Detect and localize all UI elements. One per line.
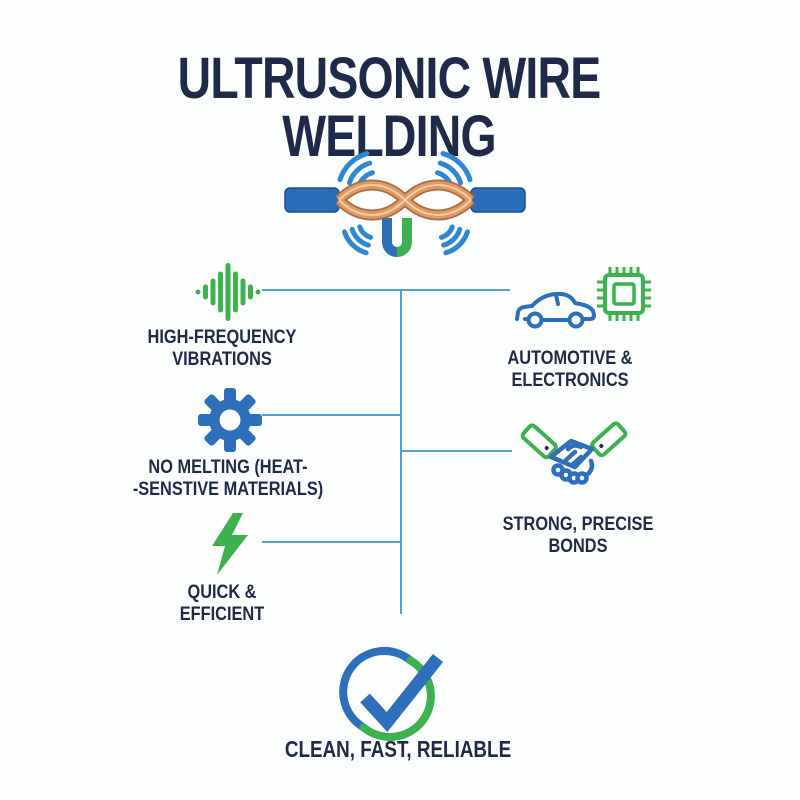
- check-circle-icon: [339, 647, 444, 741]
- footer-label-clean-fast-reliable: CLEAN, FAST, RELIABLE: [284, 736, 512, 762]
- connector-top-horizontal: [262, 289, 510, 291]
- u-letter-icon: [382, 218, 412, 257]
- page-title: ULTRUSONIC WIRE WELDING: [177, 46, 602, 169]
- feature-label-automotive-electronics: AUTOMOTIVE & ELECTRONICS: [507, 348, 633, 392]
- connector-right-middle: [401, 450, 512, 452]
- right-wire-insulation: [470, 187, 526, 213]
- vibration-waveform-icon: [195, 263, 261, 321]
- microchip-icon: [597, 267, 651, 321]
- copper-twist: [335, 179, 475, 221]
- gear-icon: [198, 388, 262, 452]
- connector-left-lower: [262, 541, 401, 543]
- feature-label-no-melting: NO MELTING (HEAT- -SENSTIVE MATERIALS): [132, 457, 324, 501]
- lightning-bolt-icon: [212, 513, 248, 575]
- sound-wave-arcs: [337, 151, 473, 256]
- ultrasonic-weld-illustration: [284, 151, 526, 257]
- car-icon: [515, 291, 596, 329]
- feature-label-high-frequency-vibrations: HIGH-FREQUENCY VIBRATIONS: [147, 327, 297, 371]
- handshake-icon: [520, 421, 628, 485]
- left-wire-insulation: [284, 187, 340, 213]
- feature-label-quick-efficient: QUICK & EFFICIENT: [179, 582, 265, 626]
- feature-label-strong-precise-bonds: STRONG, PRECISE BONDS: [502, 514, 654, 558]
- connector-left-middle: [262, 414, 401, 416]
